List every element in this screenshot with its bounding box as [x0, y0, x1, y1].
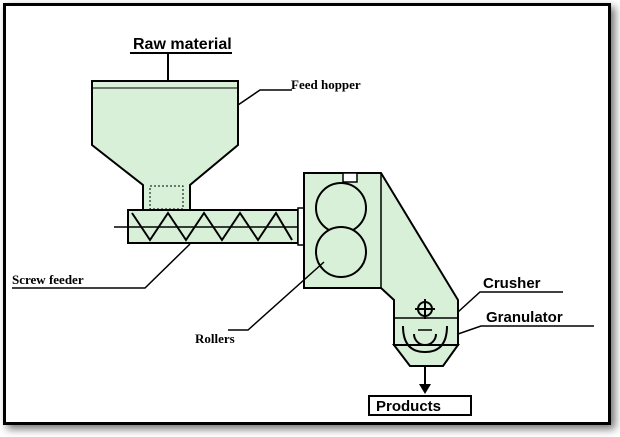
products-label: Products: [376, 398, 441, 415]
hopper-body: [91, 80, 239, 211]
crusher-rotor-icon: [415, 299, 435, 319]
roller-housing: [303, 172, 459, 346]
outlet-cone: [391, 344, 460, 367]
outlet-arrow-head: [419, 384, 431, 394]
feed-hopper-label: Feed hopper: [291, 77, 361, 92]
screw-flights: [131, 211, 293, 242]
crusher-label: Crusher: [483, 275, 541, 292]
screw-feeder: [114, 207, 305, 246]
raw-material-inlet: Raw material: [130, 36, 232, 81]
screw-feeder-leader: [12, 243, 191, 289]
products-box: [368, 395, 472, 416]
rollers-leader: [228, 261, 325, 331]
feed-hopper-leader: [237, 89, 292, 106]
crusher-leader: [457, 291, 563, 313]
granulator-label: Granulator: [486, 309, 563, 326]
roller-top-cap: [342, 172, 358, 183]
raw-material-label: Raw material: [133, 36, 232, 53]
granulator-rotor-icon: [402, 325, 448, 354]
lower-roller: [315, 226, 367, 278]
feed-hopper: [91, 80, 239, 211]
granulator-leader: [457, 325, 594, 335]
crusher-granulator: [391, 299, 460, 367]
rollers-label: Rollers: [195, 331, 235, 346]
upper-roller: [315, 182, 367, 234]
screw-feeder-label: Screw feeder: [12, 272, 84, 287]
